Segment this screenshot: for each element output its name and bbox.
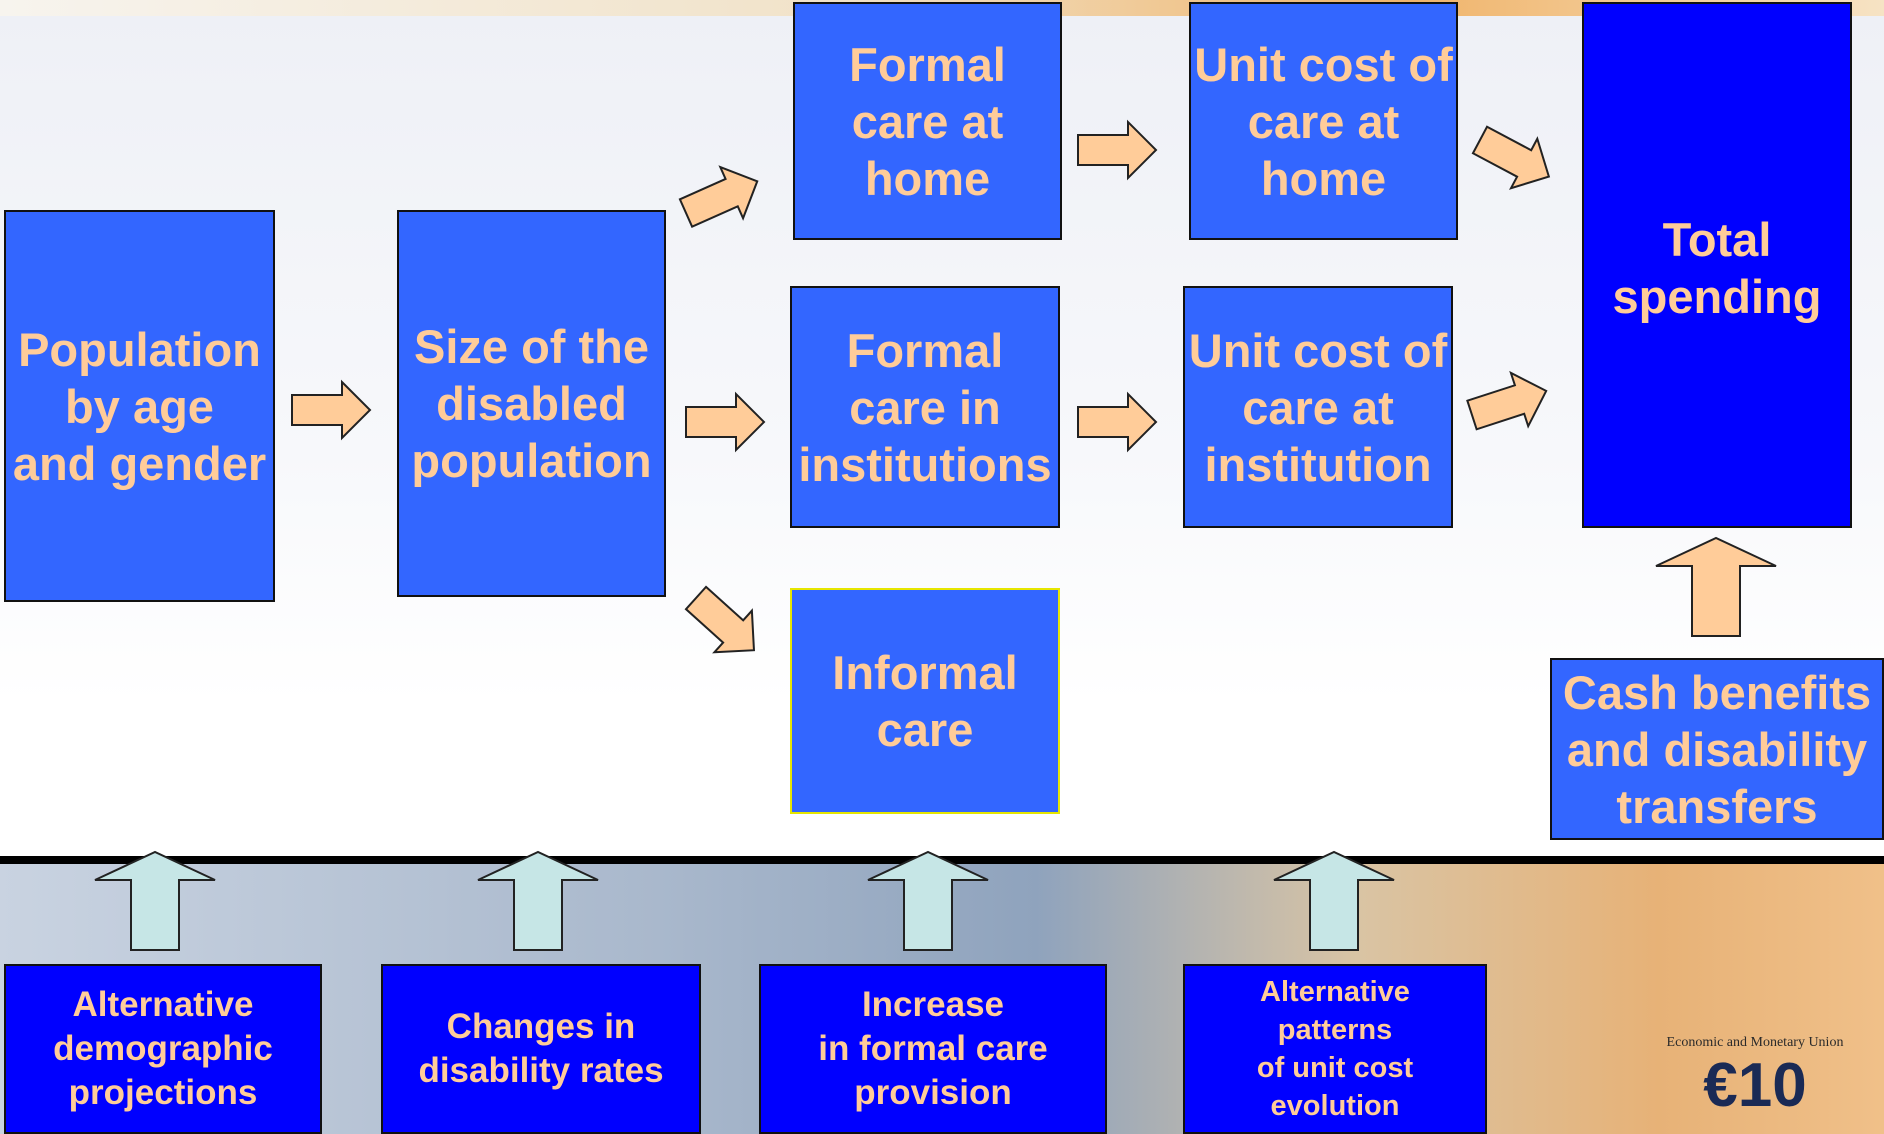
arrow-formal-inst-to-unit-inst: [1077, 393, 1157, 451]
informal-care-box: Informal care: [790, 588, 1060, 814]
total-spending-label: Total spending: [1612, 213, 1822, 323]
cash-benefits-label: Cash benefits and disability transfers: [1562, 665, 1872, 833]
emu-logo-mark: €10: [1703, 1051, 1807, 1120]
unit-cost-home-box: Unit cost of care at home: [1189, 2, 1458, 240]
formal-care-institutions-label: Formal care in institutions: [798, 323, 1052, 491]
population-label: Population by age and gender: [12, 322, 267, 490]
arrow-formal-home-to-unit-home: [1077, 121, 1157, 179]
emu-logo: Economic and Monetary Union €10: [1640, 1025, 1870, 1134]
section-divider: [0, 856, 1884, 864]
disabled-population-label: Size of the disabled population: [411, 320, 652, 487]
emu-logo-caption: Economic and Monetary Union: [1666, 1035, 1844, 1050]
arrow-cash-to-total: [1655, 537, 1777, 637]
arrow-population-to-disabled: [291, 381, 371, 439]
arrow-unit-inst-to-total: [1462, 363, 1556, 443]
unit-cost-institution-box: Unit cost of care at institution: [1183, 286, 1453, 528]
informal-care-label: Informal care: [832, 646, 1018, 756]
cash-benefits-box: Cash benefits and disability transfers: [1550, 658, 1884, 840]
total-spending-box: Total spending: [1582, 2, 1852, 528]
driver-formal-provision-label: Increase in formal care provision: [818, 985, 1048, 1112]
unit-cost-institution-label: Unit cost of care at institution: [1188, 323, 1448, 491]
formal-care-institutions-box: Formal care in institutions: [790, 286, 1060, 528]
formal-care-home-label: Formal care at home: [849, 37, 1006, 205]
driver-disability-rates-label: Changes in disability rates: [418, 1007, 664, 1090]
arrow-disabled-to-formal-inst: [685, 393, 765, 451]
driver-demographic-label: Alternative demographic projections: [53, 985, 273, 1112]
arrow-disabled-to-informal: [676, 576, 774, 673]
driver-formal-provision-box: Increase in formal care provision: [759, 964, 1107, 1134]
disabled-population-box: Size of the disabled population: [397, 210, 666, 597]
driver-disability-rates-box: Changes in disability rates: [381, 964, 701, 1134]
unit-cost-home-label: Unit cost of care at home: [1194, 37, 1453, 205]
driver-unit-cost-box: Alternative patterns of unit cost evolut…: [1183, 964, 1487, 1134]
formal-care-home-box: Formal care at home: [793, 2, 1062, 240]
arrow-unit-home-to-total: [1465, 114, 1564, 203]
arrow-disabled-to-formal-home: [673, 154, 770, 240]
driver-unit-cost-label: Alternative patterns of unit cost evolut…: [1256, 976, 1414, 1122]
driver-demographic-box: Alternative demographic projections: [4, 964, 322, 1134]
population-box: Population by age and gender: [4, 210, 275, 602]
